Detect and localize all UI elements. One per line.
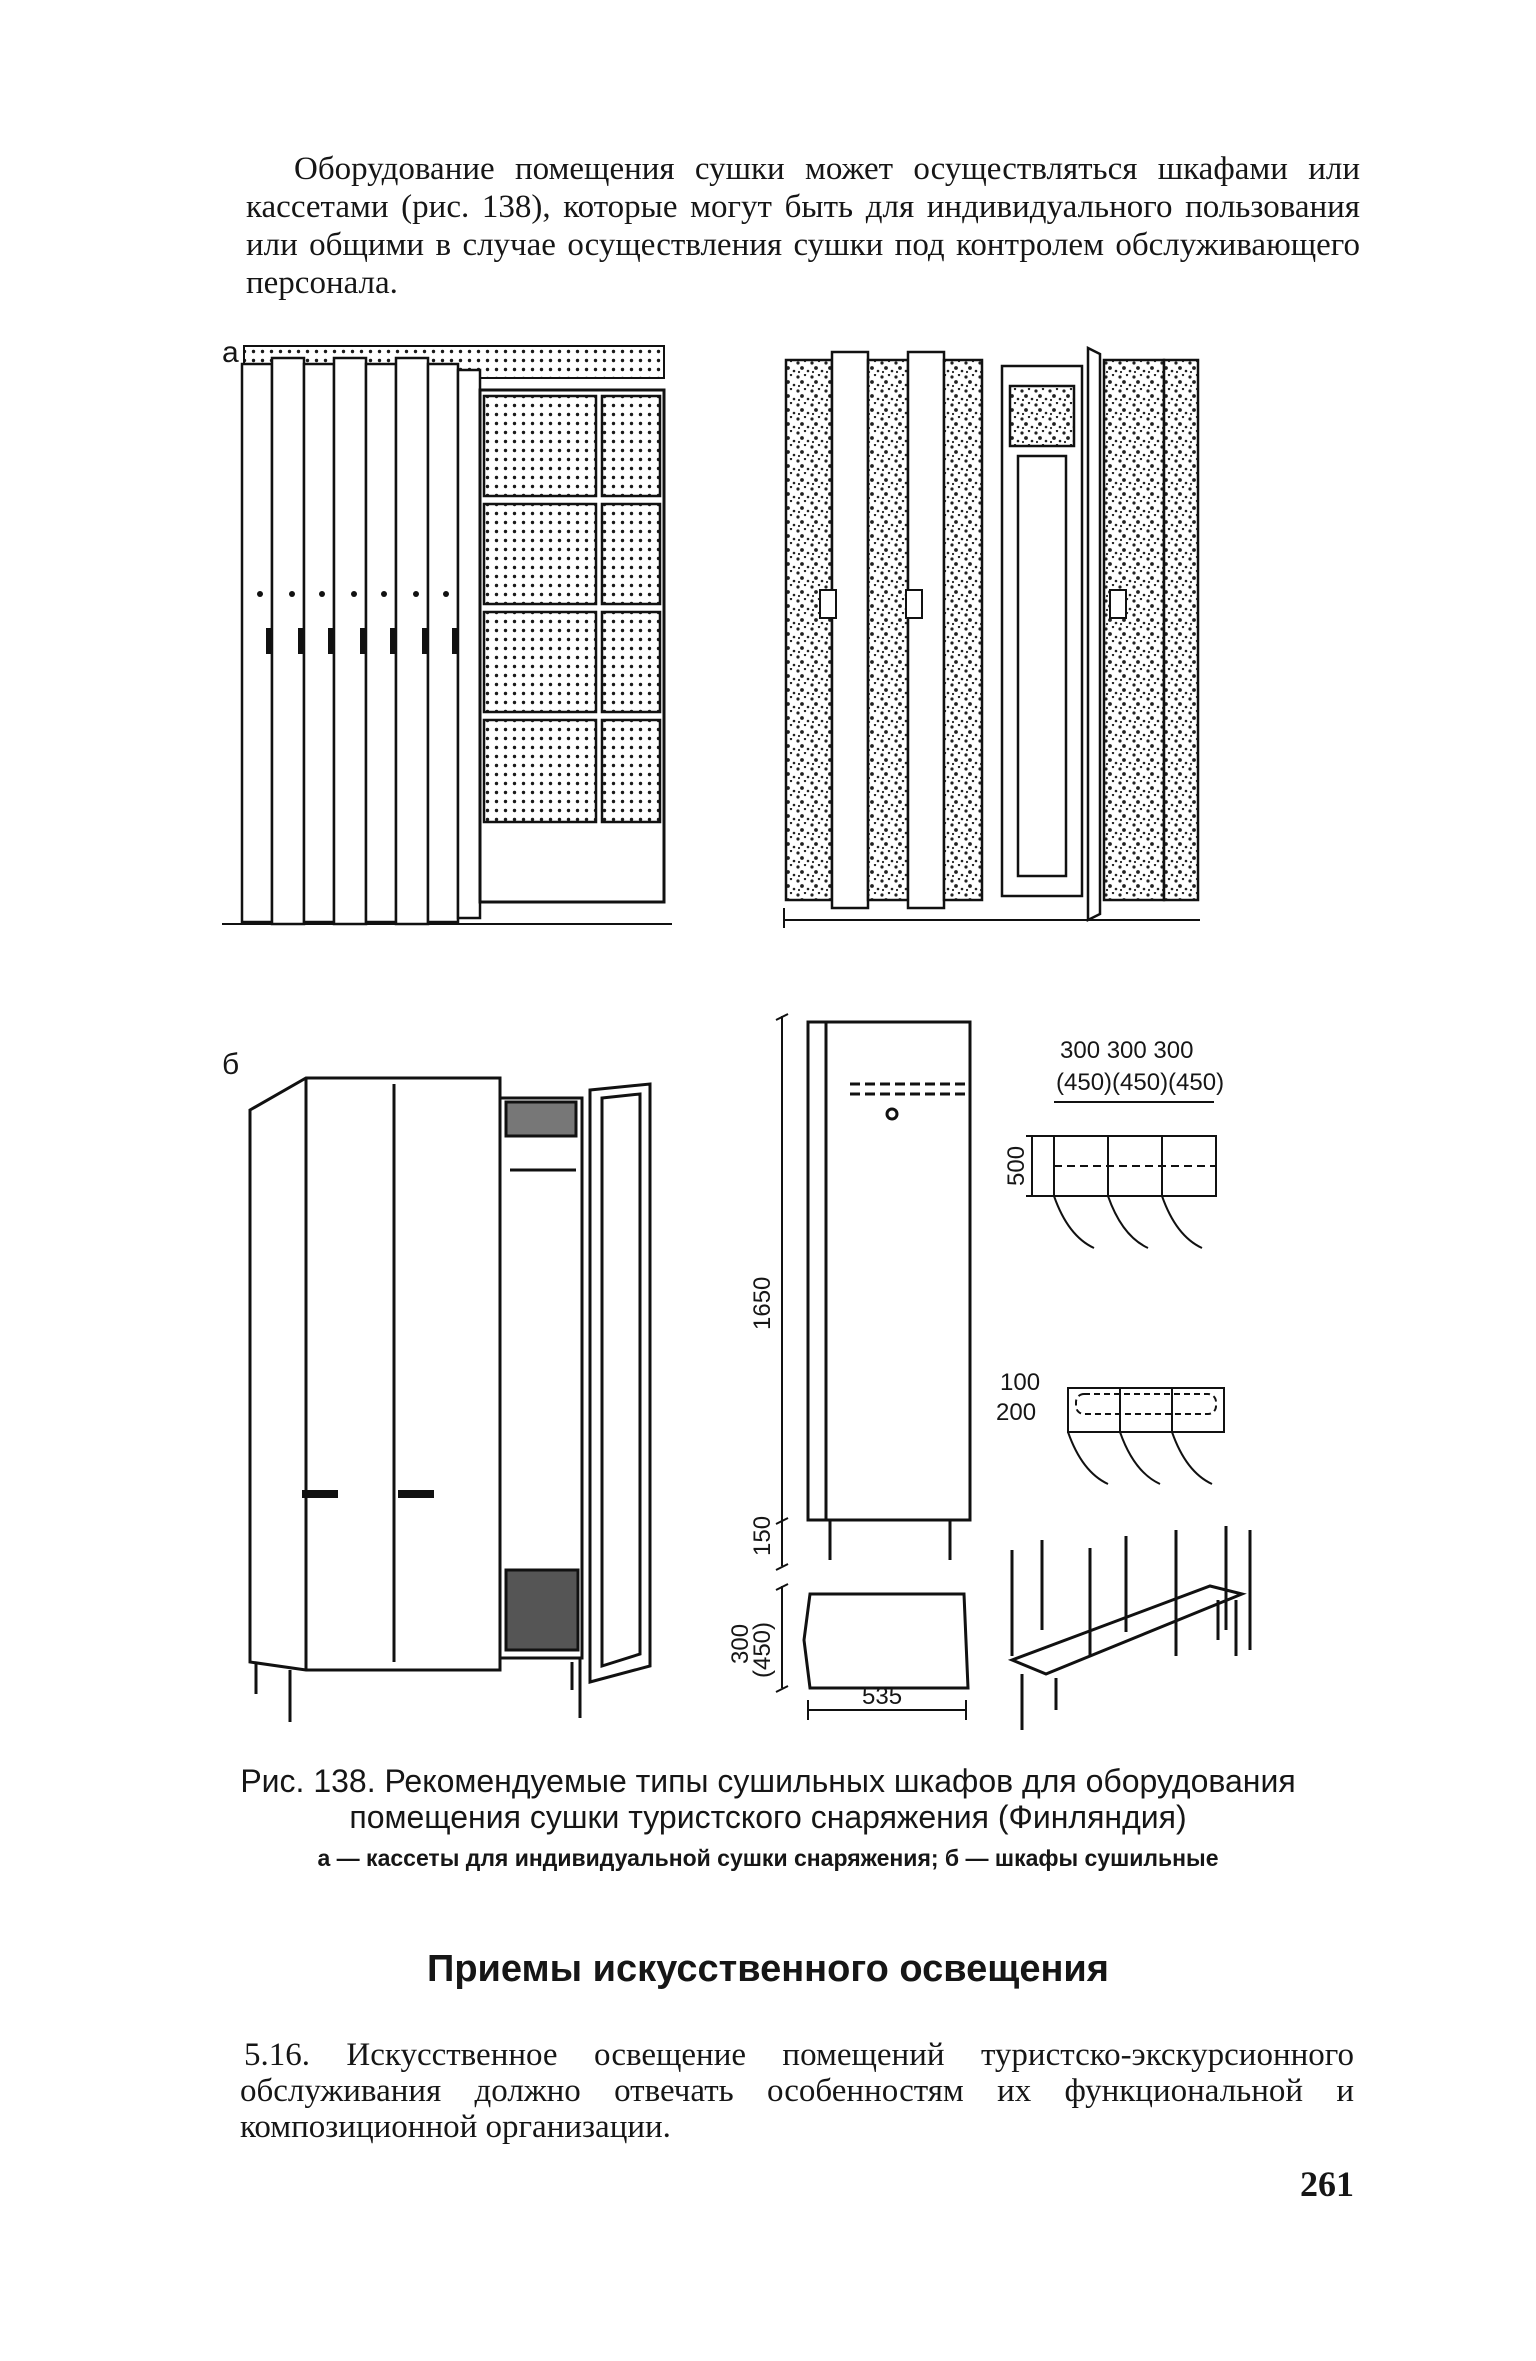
panel-b-label: б [222,1050,239,1081]
panel-a-label: а [222,338,239,369]
figure-b-cabinets: б [210,1050,670,1730]
dim-bench-200: 200 [996,1399,1036,1426]
figure-caption: Рис. 138. Рекомендуемые типы сушильных ш… [240,1763,1296,1835]
dim-top-widths: 300 300 300 [1060,1037,1193,1064]
dim-row-500: 500 [1003,1146,1030,1186]
paragraph-5-16: 5.16. Искусственное освещение помещений … [240,2037,1354,2145]
page-number: 261 [1300,2164,1354,2204]
dim-height-1650: 1650 [749,1277,776,1330]
dimension-drawing: 1650 150 300 (450) 535 300 300 300 (450)… [727,1013,1252,1730]
dim-bench-100: 100 [1000,1369,1040,1396]
cabinet-drawing: б [222,1050,652,1722]
figure-a-cassettes: а [222,338,672,928]
figure-a-open-locker [782,346,1202,928]
intro-paragraph: Оборудование помещения сушки может осуще… [246,151,1360,301]
cassette-drawing: а [222,338,672,926]
open-locker-drawing [783,346,1200,928]
dim-width-535: 535 [862,1683,902,1710]
dim-top-widths-alt: (450)(450)(450) [1056,1069,1224,1096]
section-heading: Приемы искусственного освещения [427,1948,1109,1990]
dim-depth-300: 300 [727,1624,754,1664]
figure-legend: а — кассеты для индивидуальной сушки сна… [317,1845,1219,1871]
dim-height-150: 150 [749,1516,776,1556]
dim-depth-450: (450) [749,1622,776,1678]
figure-b-dimensions: 1650 150 300 (450) 535 300 300 300 (450)… [706,1010,1266,1736]
